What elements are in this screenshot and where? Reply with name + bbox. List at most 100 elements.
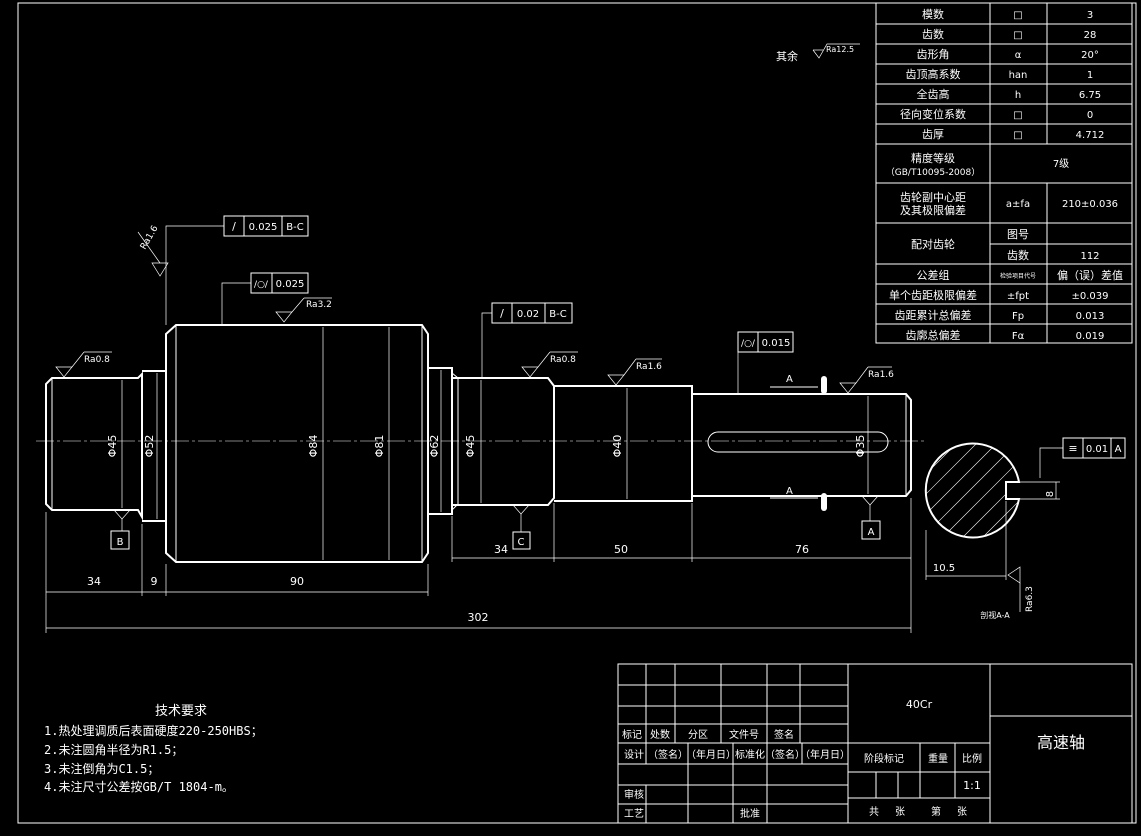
title-block-date: （年月日） — [800, 748, 850, 761]
gdt-datum: B-C — [286, 222, 303, 233]
scale-label: 比例 — [962, 752, 982, 765]
gdt-tolerance: 0.01 — [1086, 444, 1108, 455]
length-label-total: 302 — [468, 611, 489, 624]
page-label: 第 — [931, 805, 941, 818]
deviation-value: 0.013 — [1076, 311, 1105, 322]
tech-req-item: 2.未注圆角半径为R1.5； — [44, 742, 183, 757]
gear-parameter-table: 模数 □ 3 齿数 □ 28 齿形角 α 20° 齿顶高系数 han 1 全齿高… — [875, 2, 1133, 344]
title-block-header: 文件号 — [729, 728, 759, 741]
precision-label: 精度等级 — [911, 151, 955, 165]
center-distance-label: 齿轮副中心距 — [900, 190, 966, 204]
deviation-name: 单个齿距极限偏差 — [889, 288, 977, 302]
diameter-label: Φ81 — [373, 435, 386, 458]
param-name: 全齿高 — [917, 87, 950, 101]
param-name: 齿形角 — [917, 48, 950, 61]
title-block-header: 分区 — [688, 729, 708, 741]
param-value: 28 — [1084, 30, 1097, 41]
deviation-name: 齿廓总偏差 — [906, 328, 961, 342]
param-name: 齿厚 — [922, 128, 944, 141]
stage-mark-label: 阶段标记 — [864, 752, 904, 765]
param-symbol: □ — [1013, 130, 1022, 141]
shaft-main-view: A A Φ45 Φ52 Φ84 Φ81 Φ62 Φ45 Φ40 Φ35 — [36, 324, 925, 563]
title-block-review: 审核 — [624, 788, 644, 801]
runout-icon: / — [232, 220, 236, 233]
param-symbol: □ — [1013, 110, 1022, 121]
length-dimensions: 34 9 90 34 50 76 302 — [45, 498, 912, 633]
gdt-datum: B-C — [549, 309, 566, 320]
mating-gear-row2: 齿数 — [1007, 249, 1029, 262]
roughness-marks: Ra1.6 Ra3.2 Ra0.8 Ra0.8 Ra1.6 Ra1.6 Ra6.… — [55, 224, 1035, 612]
param-value: 1 — [1087, 70, 1093, 81]
roughness-label: Ra3.2 — [306, 300, 332, 310]
key-width-label: 8 — [1045, 491, 1056, 497]
precision-value: 7级 — [1053, 158, 1069, 170]
param-symbol: □ — [1013, 30, 1022, 41]
deviation-value: 0.019 — [1076, 331, 1105, 342]
title-block-header: 标记 — [622, 729, 642, 741]
length-label: 50 — [614, 543, 628, 556]
roughness-label: Ra1.6 — [636, 362, 662, 372]
datum-markers: B C A — [110, 495, 881, 550]
length-label: 34 — [494, 543, 508, 556]
length-label: 34 — [87, 575, 101, 588]
tolerance-group-value: 偏（误）差值 — [1057, 268, 1123, 282]
param-value: 20° — [1081, 50, 1099, 61]
tech-req-item: 4.未注尺寸公差按GB/T 1804-m。 — [44, 779, 234, 794]
diameter-label: Φ52 — [143, 435, 156, 458]
technical-requirements: 技术要求 1.热处理调质后表面硬度220-250HBS； 2.未注圆角半径为R1… — [44, 704, 263, 794]
mating-gear-row1: 图号 — [1007, 228, 1029, 241]
title-block-sign: （签名） — [648, 748, 688, 761]
section-mark-a-top: A — [786, 374, 793, 385]
center-distance-label: 及其极限偏差 — [900, 203, 966, 217]
roughness-label: Ra0.8 — [84, 355, 110, 365]
title-block: 标记 处数 分区 文件号 签名 设计 （签名） （年月日） 标准化 （签名） （… — [617, 663, 1133, 824]
diameter-label: Φ62 — [428, 435, 441, 458]
title-block-craft: 工艺 — [624, 808, 644, 820]
other-roughness-value: Ra12.5 — [826, 45, 854, 54]
diameter-label: Φ45 — [464, 435, 477, 458]
param-value: 4.712 — [1076, 130, 1105, 141]
length-label: 76 — [795, 543, 809, 556]
mating-gear-label: 配对齿轮 — [911, 237, 955, 251]
section-view: 8 10.5 剖视A-A — [924, 442, 1060, 620]
mating-gear-row2-value: 112 — [1080, 251, 1099, 262]
param-name: 齿顶高系数 — [906, 67, 961, 81]
param-symbol: h — [1015, 90, 1021, 101]
deviation-symbol: ±fpt — [1007, 291, 1029, 302]
roughness-label: Ra0.8 — [550, 355, 576, 365]
deviation-value: ±0.039 — [1071, 291, 1108, 302]
center-distance-symbol: a±fa — [1006, 199, 1030, 210]
gdt-tolerance: 0.025 — [276, 279, 305, 290]
gdt-datum: A — [1115, 444, 1122, 455]
material: 40Cr — [906, 698, 933, 711]
param-name: 模数 — [922, 8, 944, 21]
title-block-header: 签名 — [774, 728, 794, 741]
symmetry-icon: ≡ — [1068, 442, 1077, 455]
title-block-date: （年月日） — [686, 748, 736, 761]
param-symbol: □ — [1013, 10, 1022, 21]
param-name: 径向变位系数 — [900, 107, 966, 121]
datum-label: C — [518, 537, 525, 548]
part-name: 高速轴 — [1037, 733, 1085, 752]
roughness-label: Ra6.3 — [1025, 586, 1035, 612]
param-name: 齿数 — [922, 28, 944, 41]
cylindricity-icon: /○/ — [741, 339, 756, 349]
title-block-sign: （签名） — [765, 748, 805, 761]
section-mark-a-bottom: A — [786, 486, 793, 497]
diameter-label: Φ40 — [611, 435, 624, 458]
drawing-border — [17, 2, 1137, 824]
center-distance-value: 210±0.036 — [1062, 199, 1118, 210]
param-value: 3 — [1087, 10, 1093, 21]
scale-value: 1:1 — [963, 779, 981, 792]
datum-label: A — [868, 527, 875, 538]
title-block-header: 处数 — [650, 728, 670, 741]
deviation-symbol: Fα — [1012, 331, 1025, 342]
diameter-label: Φ45 — [106, 435, 119, 458]
other-roughness: 其余 Ra12.5 — [776, 43, 860, 63]
gdt-tolerance: 0.015 — [762, 338, 791, 349]
other-roughness-label: 其余 — [776, 49, 798, 63]
section-label: 剖视A-A — [980, 610, 1010, 620]
sheet-label: 张 — [957, 806, 967, 818]
gdt-frames: / 0.025 B-C /○/ 0.025 / 0.02 B-C /○/ 0.0… — [165, 215, 1126, 478]
